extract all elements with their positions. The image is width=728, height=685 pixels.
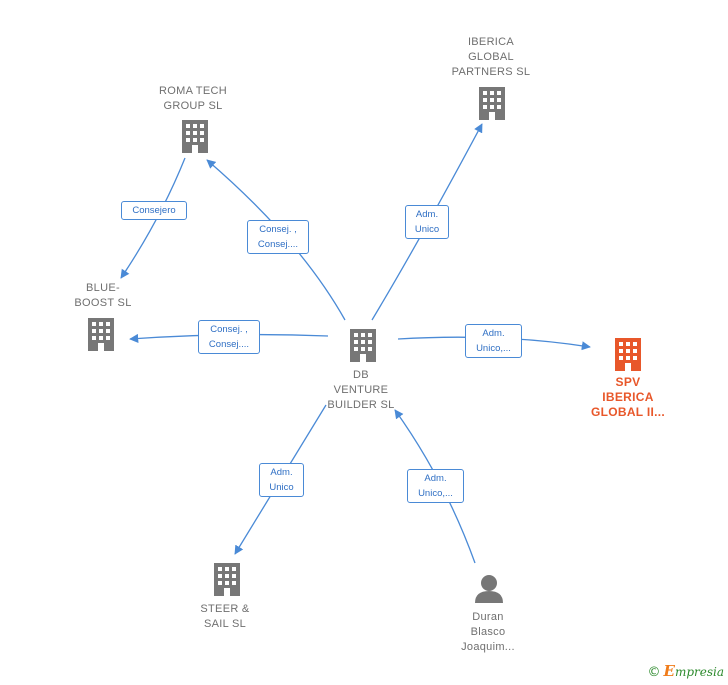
steer-sail-label[interactable]: STEER & SAIL SL	[200, 603, 250, 630]
iberica-global-building-icon[interactable]	[479, 87, 505, 120]
edge-label-db-to-blue[interactable]: Consej. , Consej....	[198, 320, 260, 354]
edge-label-db-to-iberica[interactable]: Adm. Unico	[405, 205, 449, 239]
copyright-icon: ©	[647, 665, 661, 680]
spv-iberica-building-icon[interactable]	[615, 338, 641, 371]
brand-initial: E	[663, 662, 675, 680]
blue-boost-building-icon[interactable]	[88, 318, 114, 351]
db-venture-label[interactable]: DB VENTURE BUILDER SL	[327, 369, 395, 411]
steer-sail-building-icon[interactable]	[214, 563, 240, 596]
edge-label-roma-to-blue[interactable]: Consejero	[121, 201, 187, 220]
duran-person-icon[interactable]	[475, 575, 503, 603]
edge-label-db-to-steer[interactable]: Adm. Unico	[259, 463, 304, 497]
edge-label-db-to-spv[interactable]: Adm. Unico,...	[465, 324, 522, 358]
spv-iberica-label[interactable]: SPV IBERICA GLOBAL II...	[590, 375, 666, 419]
db-venture-building-icon[interactable]	[350, 329, 376, 362]
edge-label-duran-to-db[interactable]: Adm. Unico,...	[407, 469, 464, 503]
duran-label[interactable]: Duran Blasco Joaquim...	[461, 611, 515, 653]
edge-label-db-to-roma[interactable]: Consej. , Consej....	[247, 220, 309, 254]
roma-tech-label[interactable]: ROMA TECH GROUP SL	[159, 85, 227, 112]
blue-boost-label[interactable]: BLUE- BOOST SL	[74, 282, 132, 309]
iberica-global-label[interactable]: IBERICA GLOBAL PARTNERS SL	[451, 36, 531, 78]
brand-name: mpresia	[674, 665, 724, 679]
roma-tech-building-icon[interactable]	[182, 120, 208, 153]
empresia-watermark: ©Empresia	[648, 662, 725, 680]
